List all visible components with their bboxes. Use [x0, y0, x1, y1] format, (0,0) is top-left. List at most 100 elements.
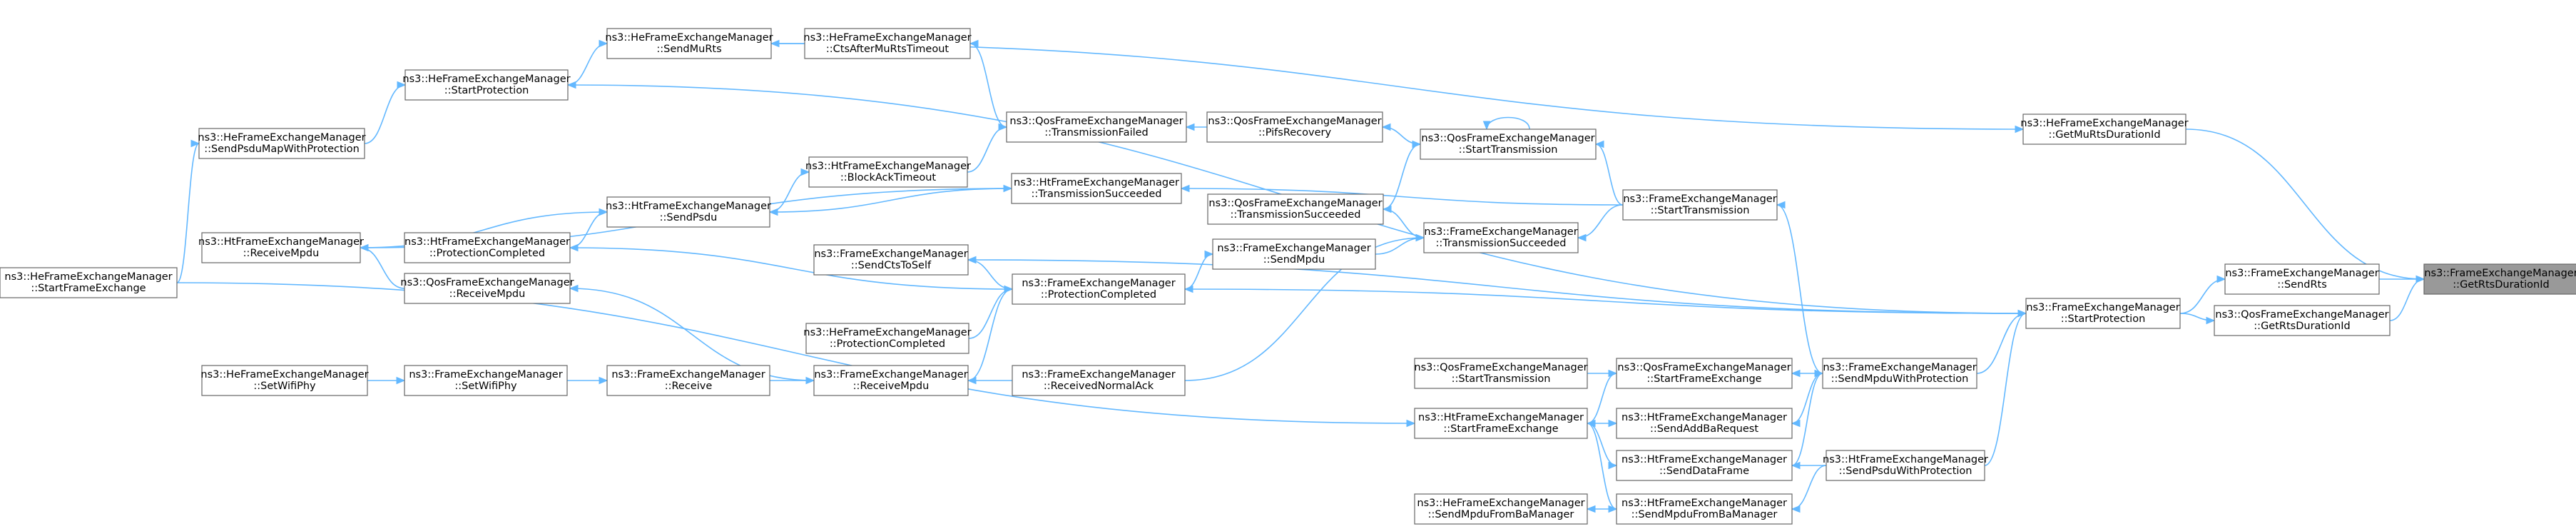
- graph-node-n33[interactable]: ns3::QosFrameExchangeManager::StartTrans…: [1414, 358, 1588, 389]
- graph-node-n12[interactable]: ns3::QosFrameExchangeManager::StartTrans…: [1420, 129, 1597, 160]
- node-class-label: ns3::HeFrameExchangeManager: [803, 327, 971, 338]
- edge-n16-n14: [1181, 188, 1624, 206]
- graph-node-n3[interactable]: ns3::QosFrameExchangeManager::GetRtsDura…: [2214, 305, 2391, 336]
- edge-n19-n17: [569, 211, 608, 248]
- node-box: [201, 365, 368, 396]
- graph-node-n30[interactable]: ns3::FrameExchangeManager::Receive: [606, 365, 770, 396]
- edge-n11-n10-arrowhead: [1185, 123, 1195, 131]
- graph-node-n39[interactable]: ns3::HeFrameExchangeManager::SendMpduFro…: [1414, 493, 1588, 525]
- graph-node-n11[interactable]: ns3::QosFrameExchangeManager::PifsRecove…: [1206, 111, 1383, 143]
- node-method-label: ::ProtectionCompleted: [1041, 289, 1156, 301]
- edge-n17-n13-arrowhead: [800, 168, 810, 176]
- edge-n9-n35-arrowhead: [1406, 419, 1416, 428]
- node-class-label: ns3::HtFrameExchangeManager: [805, 161, 971, 172]
- graph-node-n4[interactable]: ns3::FrameExchangeManager::StartProtecti…: [2025, 298, 2181, 329]
- edge-n5-n1-arrowhead: [2015, 125, 2025, 133]
- graph-node-n36[interactable]: ns3::HtFrameExchangeManager::SendAddBaRe…: [1616, 408, 1793, 439]
- node-method-label: ::StartTransmission: [1651, 205, 1750, 216]
- edge-n15-n12-arrowhead: [1412, 140, 1422, 148]
- graph-node-n14[interactable]: ns3::HtFrameExchangeManager::Transmissio…: [1011, 173, 1182, 204]
- graph-node-n2[interactable]: ns3::FrameExchangeManager::SendRts: [2224, 263, 2380, 295]
- node-class-label: ns3::HeFrameExchangeManager: [2020, 118, 2188, 129]
- node-box: [805, 323, 969, 354]
- graph-node-n15[interactable]: ns3::QosFrameExchangeManager::Transmissi…: [1207, 193, 1384, 225]
- graph-node-n7[interactable]: ns3::HeFrameExchangeManager::StartProtec…: [402, 69, 571, 101]
- node-box: [1822, 358, 1977, 389]
- edge-n37-n31: [1791, 373, 1823, 466]
- graph-node-n26[interactable]: ns3::FrameExchangeManager::ReceiveMpdu: [813, 365, 969, 396]
- node-class-label: ns3::FrameExchangeManager: [2225, 268, 2378, 279]
- graph-node-n20[interactable]: ns3::FrameExchangeManager::TransmissionS…: [1423, 222, 1579, 253]
- edge-n32-n4: [1984, 313, 2027, 466]
- node-class-label: ns3::FrameExchangeManager: [2424, 268, 2576, 279]
- graph-node-n6[interactable]: ns3::HeFrameExchangeManager::CtsAfterMuR…: [803, 28, 972, 59]
- node-box: [1616, 450, 1793, 481]
- edge-n31-n34-arrowhead: [1791, 369, 1801, 378]
- graph-node-n18[interactable]: ns3::HtFrameExchangeManager::ReceiveMpdu: [198, 232, 364, 263]
- graph-node-n23[interactable]: ns3::FrameExchangeManager::ProtectionCom…: [1012, 273, 1186, 305]
- node-box: [404, 365, 568, 396]
- graph-node-n22[interactable]: ns3::FrameExchangeManager::SendCtsToSelf: [813, 244, 969, 276]
- graph-node-n16[interactable]: ns3::FrameExchangeManager::StartTransmis…: [1622, 189, 1778, 221]
- graph-node-n35[interactable]: ns3::HtFrameExchangeManager::StartFrameE…: [1414, 408, 1588, 439]
- graph-node-n24[interactable]: ns3::HeFrameExchangeManager::ProtectionC…: [803, 323, 972, 354]
- node-method-label: ::TransmissionFailed: [1044, 127, 1149, 138]
- graph-node-n1[interactable]: ns3::HeFrameExchangeManager::GetMuRtsDur…: [2020, 114, 2189, 145]
- edge-n5-n1: [770, 43, 2024, 130]
- node-method-label: ::GetRtsDurationId: [2453, 279, 2549, 291]
- node-box: [201, 232, 361, 263]
- node-method-label: ::GetRtsDurationId: [2254, 321, 2350, 332]
- node-box: [1616, 358, 1793, 389]
- node-box: [2025, 298, 2181, 329]
- edge-n17-n13: [769, 171, 810, 213]
- edge-n20-n15-arrowhead: [1382, 205, 1392, 213]
- node-method-label: ::GetMuRtsDurationId: [2048, 129, 2160, 141]
- graph-node-n10[interactable]: ns3::QosFrameExchangeManager::Transmissi…: [1006, 111, 1187, 143]
- edge-n12-n12: [1486, 116, 1530, 130]
- node-class-label: ns3::FrameExchangeManager: [814, 369, 967, 381]
- edge-n16-n20: [1577, 204, 1624, 238]
- edge-n32-n4-arrowhead: [2017, 309, 2027, 318]
- node-method-label: ::BlockAckTimeout: [840, 172, 937, 183]
- node-class-label: ns3::FrameExchangeManager: [1022, 278, 1175, 289]
- edge-n14-n17-arrowhead: [768, 208, 778, 216]
- graph-node-n25[interactable]: ns3::QosFrameExchangeManager::ReceiveMpd…: [400, 273, 574, 304]
- graph-node-n13[interactable]: ns3::HtFrameExchangeManager::BlockAckTim…: [805, 156, 971, 188]
- edge-n26-n23-arrowhead: [1004, 285, 1014, 293]
- graph-node-n29[interactable]: ns3::FrameExchangeManager::SetWifiPhy: [404, 365, 568, 396]
- graph-node-n28[interactable]: ns3::HeFrameExchangeManager::SetWifiPhy: [200, 365, 369, 396]
- node-class-label: ns3::HtFrameExchangeManager: [1622, 412, 1787, 423]
- edge-n35-n37: [1587, 423, 1617, 466]
- node-class-label: ns3::HtFrameExchangeManager: [404, 236, 570, 248]
- graph-node-n27[interactable]: ns3::FrameExchangeManager::ReceivedNorma…: [1012, 365, 1186, 396]
- graph-node-n21[interactable]: ns3::FrameExchangeManager::SendMpdu: [1212, 238, 1376, 270]
- node-method-label: ::SetWifiPhy: [253, 381, 316, 392]
- graph-node-n19[interactable]: ns3::HtFrameExchangeManager::ProtectionC…: [404, 232, 571, 263]
- graph-node-n34[interactable]: ns3::QosFrameExchangeManager::StartFrame…: [1616, 358, 1793, 389]
- node-class-label: ns3::HtFrameExchangeManager: [1823, 454, 1988, 465]
- edge-n23-n21: [1184, 253, 1213, 290]
- edge-n32-n38: [1791, 465, 1827, 510]
- graph-node-n32[interactable]: ns3::HtFrameExchangeManager::SendPsduWit…: [1823, 450, 1988, 481]
- graph-node-n9[interactable]: ns3::HeFrameExchangeManager::StartFrameE…: [0, 267, 178, 298]
- node-class-label: ns3::HeFrameExchangeManager: [200, 369, 368, 381]
- edge-n4-n2-arrowhead: [2216, 275, 2226, 283]
- node-method-label: ::TransmissionSucceeded: [1436, 238, 1567, 249]
- graph-node-n5[interactable]: ns3::HeFrameExchangeManager::SendMuRts: [605, 28, 773, 59]
- node-class-label: ns3::FrameExchangeManager: [2026, 302, 2179, 313]
- graph-node-n8[interactable]: ns3::HeFrameExchangeManager::SendPsduMap…: [198, 128, 366, 159]
- node-method-label: ::ReceivedNormalAck: [1044, 381, 1154, 392]
- graph-node-n0[interactable]: ns3::FrameExchangeManager::GetRtsDuratio…: [2423, 263, 2576, 295]
- node-class-label: ns3::HeFrameExchangeManager: [803, 32, 971, 44]
- node-method-label: ::SendPsduWithProtection: [1838, 465, 1972, 477]
- graph-node-n37[interactable]: ns3::HtFrameExchangeManager::SendDataFra…: [1616, 450, 1793, 481]
- node-box: [813, 365, 969, 396]
- edge-n1-n0: [2185, 129, 2425, 280]
- edge-n25-n18-arrowhead: [359, 243, 369, 252]
- graph-node-n17[interactable]: ns3::HtFrameExchangeManager::SendPsdu: [606, 196, 771, 228]
- edge-n15-n12: [1383, 143, 1421, 210]
- graph-node-n38[interactable]: ns3::HtFrameExchangeManager::SendMpduFro…: [1616, 493, 1793, 525]
- node-method-label: ::Receive: [665, 381, 713, 392]
- graph-node-n31[interactable]: ns3::FrameExchangeManager::SendMpduWithP…: [1822, 358, 1977, 389]
